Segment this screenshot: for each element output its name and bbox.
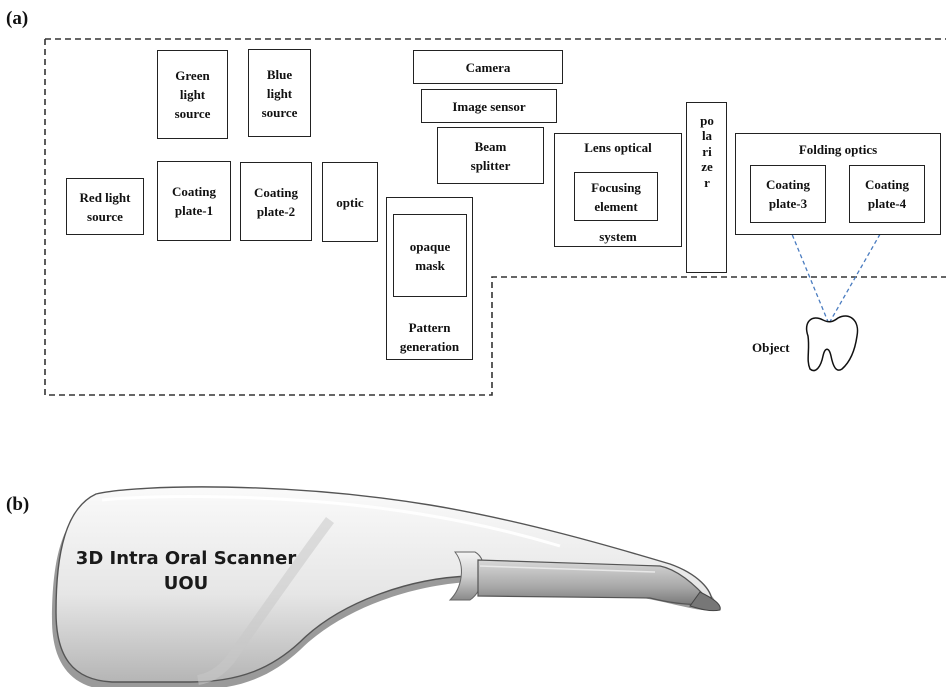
image-sensor-label: Image sensor [452, 98, 526, 114]
image-sensor-box: Image sensor [421, 89, 557, 123]
coating-plate-3-label: Coating plate-3 [765, 177, 811, 211]
lens-optical-system-box: Lens optical Focusing element system [554, 133, 682, 247]
camera-box: Camera [413, 50, 563, 84]
coating-plate-3-box: Coating plate-3 [750, 165, 826, 223]
object-label: Object [752, 340, 790, 355]
red-light-source-label: Red light source [79, 189, 131, 224]
beam-splitter-label: Beam splitter [470, 138, 511, 173]
panel-label-a: (a) [6, 8, 29, 29]
opaque-mask-label: opaque mask [409, 238, 451, 273]
coating-plate-4-label: Coating plate-4 [864, 177, 910, 211]
coating-plate-2-box: Coating plate-2 [240, 162, 312, 241]
system-label: system [599, 229, 637, 244]
scanner-subtitle: UOU [163, 573, 209, 594]
blue-light-source-box: Blue light source [248, 49, 311, 137]
tooth-outline-icon [805, 315, 859, 372]
polarizer-label: polarizer [700, 113, 714, 190]
coating-plate-2-label: Coating plate-2 [253, 184, 299, 219]
scanner-title: 3D Intra Oral Scanner [75, 548, 297, 569]
beam-splitter-box: Beam splitter [437, 127, 544, 184]
optic-box: optic [322, 162, 378, 242]
red-light-source-box: Red light source [66, 178, 144, 235]
coating-plate-1-label: Coating plate-1 [171, 184, 217, 218]
folding-optics-label: Folding optics [798, 142, 878, 157]
green-light-source-box: Green light source [157, 50, 228, 139]
ray-line-3 [786, 221, 839, 347]
pattern-generation-label: Pattern generation [399, 320, 460, 354]
intraoral-scanner-illustration [52, 486, 721, 687]
pattern-generation-box: opaque mask Pattern generation [386, 197, 473, 360]
panel-label-b: (b) [6, 494, 30, 515]
polarizer-box: polarizer [686, 102, 727, 273]
optic-label: optic [336, 194, 364, 210]
focusing-element-box: Focusing element [574, 172, 658, 221]
camera-label: Camera [465, 59, 511, 75]
dashed-enclosure [44, 38, 946, 396]
lens-optical-label: Lens optical [584, 140, 652, 155]
coating-plate-4-box: Coating plate-4 [849, 165, 925, 223]
folding-optics-box: Folding optics Coating plate-3 Coating p… [735, 133, 941, 235]
focusing-element-label: Focusing element [591, 179, 641, 214]
green-light-source-label: Green light source [174, 68, 211, 121]
opaque-mask-box: opaque mask [393, 214, 467, 297]
blue-light-source-label: Blue light source [261, 66, 298, 120]
coating-plate-1-box: Coating plate-1 [157, 161, 231, 241]
